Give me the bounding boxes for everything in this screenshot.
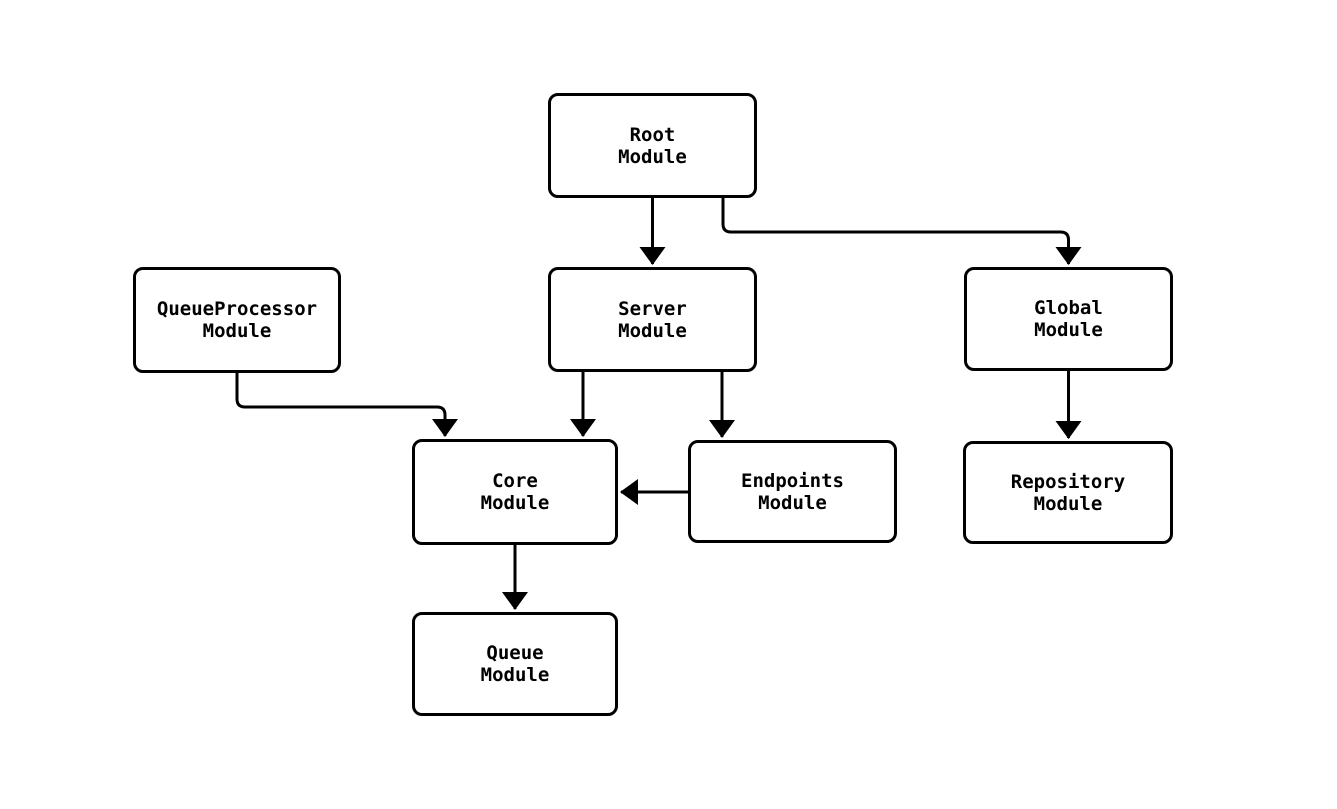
node-server-module: Server Module bbox=[548, 267, 757, 372]
node-root-module: Root Module bbox=[548, 93, 757, 198]
node-queueprocessor-module: QueueProcessor Module bbox=[133, 267, 341, 373]
node-repository-module: Repository Module bbox=[963, 441, 1173, 544]
node-global-module: Global Module bbox=[964, 267, 1173, 371]
edge-root-to-global bbox=[721, 198, 1082, 265]
node-endpoints-module: Endpoints Module bbox=[688, 440, 897, 543]
node-core-module: Core Module bbox=[412, 439, 618, 545]
edge-queueprocessor-to-core bbox=[235, 373, 458, 437]
node-queue-module: Queue Module bbox=[412, 612, 618, 716]
